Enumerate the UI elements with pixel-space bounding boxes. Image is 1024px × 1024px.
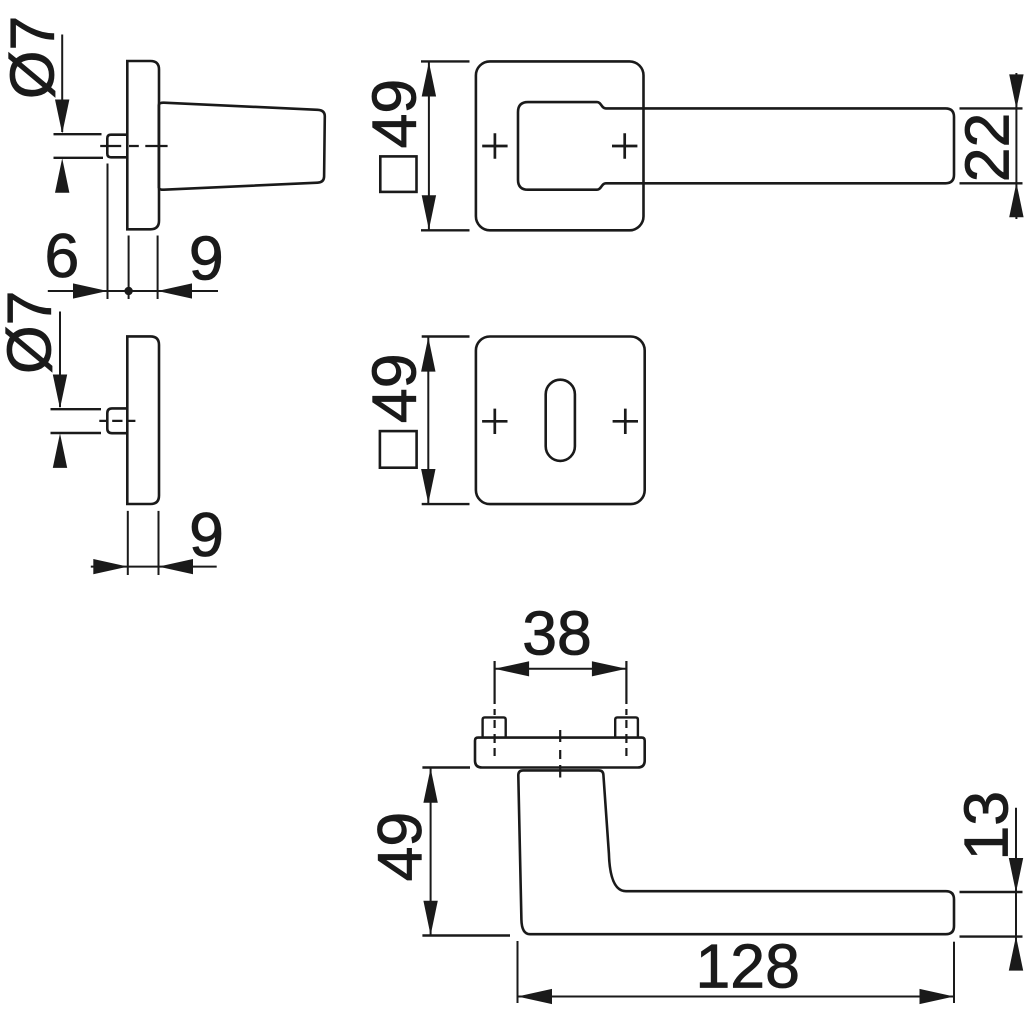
- svg-text:Ø7: Ø7: [0, 16, 67, 99]
- svg-text:13: 13: [951, 791, 1021, 861]
- svg-text:9: 9: [189, 224, 224, 294]
- svg-text:49: 49: [365, 812, 435, 882]
- svg-text:9: 9: [189, 500, 224, 570]
- svg-text:49: 49: [360, 79, 430, 149]
- svg-text:128: 128: [696, 931, 800, 1001]
- svg-text:22: 22: [952, 113, 1022, 183]
- svg-text:6: 6: [45, 221, 80, 291]
- svg-text:49: 49: [360, 354, 430, 424]
- svg-text:Ø7: Ø7: [0, 291, 64, 374]
- svg-text:38: 38: [522, 599, 592, 669]
